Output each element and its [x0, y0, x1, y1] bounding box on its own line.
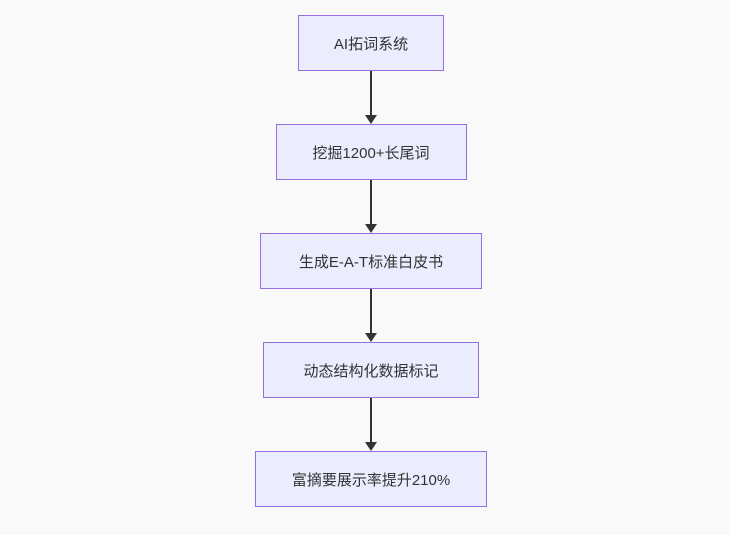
- flow-edge-2: [364, 180, 378, 233]
- node-label: 动态结构化数据标记: [303, 362, 439, 380]
- arrow-down-icon: [365, 442, 377, 451]
- node-longtail-keyword-mining: 挖掘1200+长尾词: [275, 124, 467, 180]
- flow-edge-1: [364, 71, 378, 124]
- node-label: AI拓词系统: [333, 35, 409, 53]
- arrow-down-icon: [365, 333, 377, 342]
- edge-line: [370, 71, 372, 115]
- node-rich-snippet-rate-result: 富摘要展示率提升210%: [255, 451, 487, 507]
- arrow-down-icon: [365, 115, 377, 124]
- node-label: 挖掘1200+长尾词: [312, 144, 430, 162]
- edge-line: [370, 180, 372, 224]
- flow-edge-3: [364, 289, 378, 342]
- node-ai-word-expansion-system: AI拓词系统: [298, 15, 444, 71]
- node-label: 富摘要展示率提升210%: [291, 471, 451, 489]
- edge-line: [370, 398, 372, 442]
- node-dynamic-structured-data-markup: 动态结构化数据标记: [263, 342, 479, 398]
- arrow-down-icon: [365, 224, 377, 233]
- flowchart: AI拓词系统 挖掘1200+长尾词 生成E-A-T标准白皮书 动态结构化数据标记: [255, 15, 487, 507]
- edge-line: [370, 289, 372, 333]
- flow-edge-4: [364, 398, 378, 451]
- node-label: 生成E-A-T标准白皮书: [298, 253, 444, 271]
- node-eat-whitepaper-generation: 生成E-A-T标准白皮书: [260, 233, 482, 289]
